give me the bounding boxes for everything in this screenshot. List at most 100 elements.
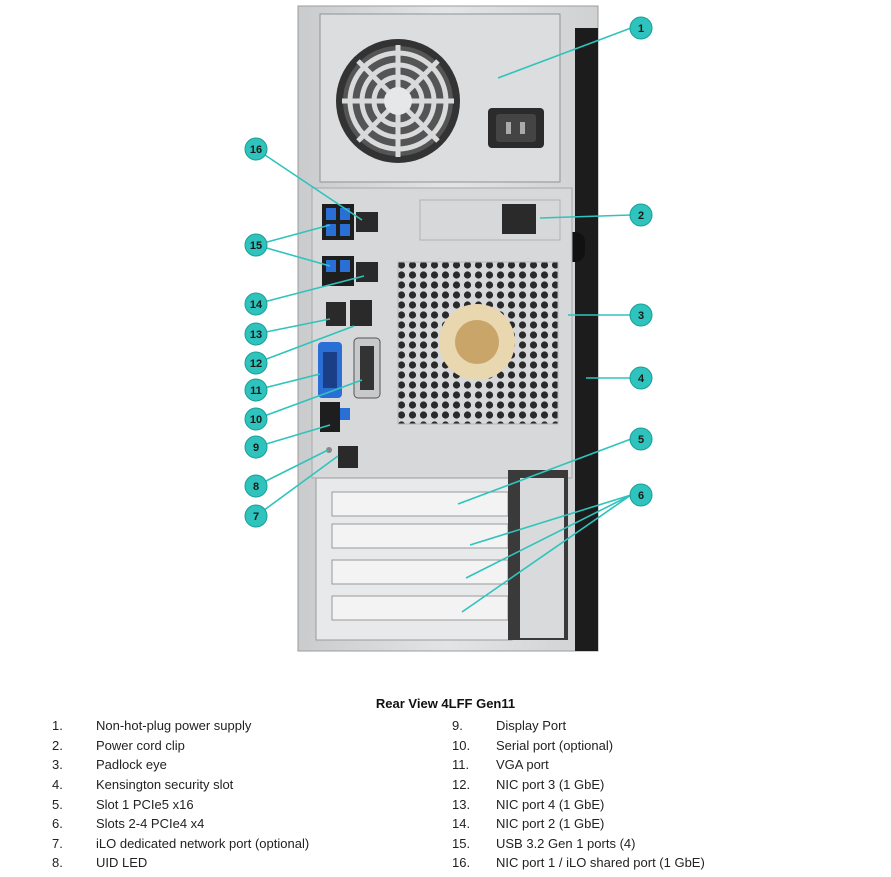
legend-item-number: 14. <box>452 816 471 832</box>
callout-2: 2 <box>629 203 653 227</box>
legend-item-label: NIC port 1 / iLO shared port (1 GbE) <box>496 855 705 871</box>
callout-badge-circle <box>244 474 268 498</box>
legend-item-label: Display Port <box>496 718 567 734</box>
legend-item: 13.NIC port 4 (1 GbE) <box>452 794 705 814</box>
callout-number: 6 <box>638 490 644 502</box>
legend-item-number: 8. <box>52 855 63 871</box>
callout-3: 3 <box>629 303 653 327</box>
pcie-slot-4 <box>331 595 509 621</box>
legend-item-label: NIC port 2 (1 GbE) <box>496 816 605 832</box>
uid-led <box>326 447 332 453</box>
legend-item-label: UID LED <box>96 855 148 871</box>
power-cord-clip <box>502 204 536 234</box>
legend-item-label: Kensington security slot <box>96 777 234 793</box>
callout-6: 6 <box>629 483 653 507</box>
callout-badge-circle <box>244 435 268 459</box>
legend-item: 14. NIC port 2 (1 GbE) <box>452 814 705 834</box>
legend-item-label: Non-hot-plug power supply <box>96 718 252 734</box>
nic-port-4 <box>326 302 346 326</box>
legend-item-label: Slots 2-4 PCIe4 x4 <box>96 816 205 832</box>
callout-13: 13 <box>244 322 268 346</box>
legend-item: 15. USB 3.2 Gen 1 ports (4) <box>452 834 705 854</box>
legend-item-label: NIC port 3 (1 GbE) <box>496 777 605 793</box>
callout-number: 15 <box>250 240 262 252</box>
legend-item-number: 5. <box>52 796 63 812</box>
callout-8: 8 <box>244 474 268 498</box>
callout-4: 4 <box>629 366 653 390</box>
callout-number: 9 <box>253 442 259 454</box>
callout-number: 11 <box>250 385 262 397</box>
legend-item: 3. Padlock eye <box>52 755 309 775</box>
callout-badge-circle <box>244 378 268 402</box>
legend-item: 1. Non-hot-plug power supply <box>52 716 309 736</box>
callout-badge-circle <box>244 233 268 257</box>
legend-item-number: 15. <box>452 835 471 851</box>
legend-item: 12. NIC port 3 (1 GbE) <box>452 775 705 795</box>
legend-item: 5. Slot 1 PCIe5 x16 <box>52 794 309 814</box>
legend-item-number: 1. <box>52 718 63 734</box>
legend-column-left: 1. Non-hot-plug power supply 2.Power cord … <box>52 716 309 873</box>
callout-14: 14 <box>244 292 268 316</box>
callout-5: 5 <box>629 427 653 451</box>
callout-number: 5 <box>638 434 644 446</box>
legend-item: 2.Power cord clip <box>52 736 309 756</box>
callout-number: 8 <box>253 481 259 493</box>
legend-item-number: 2. <box>52 737 63 753</box>
legend-item-number: 9. <box>452 718 463 734</box>
callout-number: 1 <box>638 23 644 35</box>
callout-number: 7 <box>253 511 259 523</box>
callout-16: 16 <box>244 137 268 161</box>
nic-port-2 <box>356 262 378 282</box>
legend-item-number: 10. <box>452 737 471 753</box>
legend-item: 11.VGA port <box>452 755 705 775</box>
legend-item-number: 3. <box>52 757 63 773</box>
callout-10: 10 <box>244 407 268 431</box>
legend-item-number: 6. <box>52 816 63 832</box>
ilo-port <box>338 446 358 468</box>
legend-item-label: Padlock eye <box>96 757 167 773</box>
callout-badge-circle <box>629 303 653 327</box>
callout-badge-circle <box>244 292 268 316</box>
callout-leader-lines <box>255 27 632 613</box>
callout-11: 11 <box>244 378 268 402</box>
nic-port-3 <box>350 300 372 326</box>
callout-number: 16 <box>250 144 262 156</box>
callout-badge-circle <box>244 504 268 528</box>
callout-number: 3 <box>638 310 644 322</box>
legend-item-label: NIC port 4 (1 GbE) <box>496 796 605 812</box>
legend-item-number: 4. <box>52 777 63 793</box>
legend-item-label: USB 3.2 Gen 1 ports (4) <box>496 835 636 851</box>
callout-12: 12 <box>244 351 268 375</box>
legend-item: 8. UID LED <box>52 853 309 873</box>
legend-item: 7. iLO dedicated network port (optional) <box>52 834 309 854</box>
legend-item-label: VGA port <box>496 757 549 773</box>
front-bezel-edge <box>575 28 598 651</box>
callout-number: 10 <box>250 414 262 426</box>
legend-item: 10.Serial port (optional) <box>452 736 705 756</box>
legend-item-number: 12. <box>452 777 471 793</box>
callout-9: 9 <box>244 435 268 459</box>
legend-item: 9. Display Port <box>452 716 705 736</box>
callout-number: 14 <box>250 299 263 311</box>
legend-item-number: 16. <box>452 855 471 871</box>
callout-badge-circle <box>244 407 268 431</box>
callout-badge-circle <box>244 322 268 346</box>
display-port <box>320 402 340 432</box>
figure-caption: Rear View 4LFF Gen11 <box>375 696 516 711</box>
pcie-slot-3 <box>331 559 509 585</box>
callout-number: 13 <box>250 329 262 341</box>
callout-badge-circle <box>629 203 653 227</box>
callout-1: 1 <box>629 16 653 40</box>
legend-item-number: 7. <box>52 835 63 851</box>
legend-item: 4. Kensington security slot <box>52 775 309 795</box>
legend-item-label: Slot 1 PCIe5 x16 <box>96 796 194 812</box>
callout-badge-circle <box>629 16 653 40</box>
callout-badge-circle <box>244 351 268 375</box>
legend-item-label: iLO dedicated network port (optional) <box>96 835 310 851</box>
callout-badge-circle <box>244 137 268 161</box>
legend-item: 16. NIC port 1 / iLO shared port (1 GbE) <box>452 853 705 873</box>
callout-badge-circle <box>629 427 653 451</box>
